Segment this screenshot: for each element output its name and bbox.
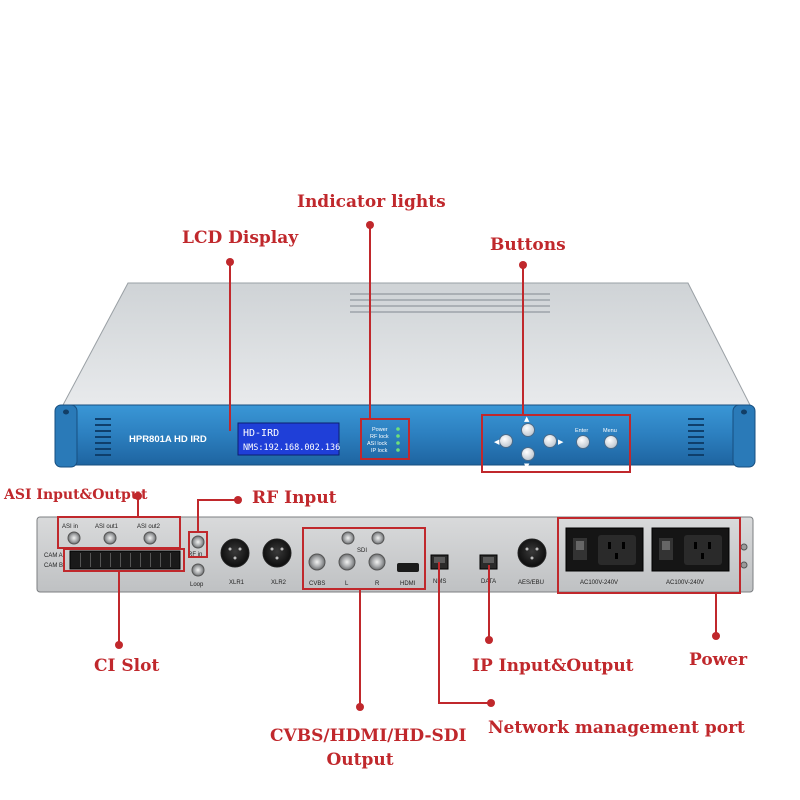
callout-rf-input: RF Input (252, 488, 337, 508)
button-down[interactable] (521, 447, 535, 461)
button-right[interactable] (543, 434, 557, 448)
menu-label: Menu (603, 428, 617, 434)
rf-in-label: RF in (188, 552, 202, 558)
asi-in-label: ASI in (62, 524, 78, 530)
asi-out1-connector (103, 531, 117, 545)
button-enter[interactable] (576, 435, 590, 449)
callout-nms-port: Network management port (488, 718, 745, 738)
asi-out2-label: ASI out2 (137, 524, 161, 530)
button-left[interactable] (499, 434, 513, 448)
xlr2-label: XLR2 (271, 580, 287, 586)
xlr1-label: XLR1 (229, 580, 245, 586)
callout-cvbs-hdmi-sdi: CVBS/HDMI/HD-SDI Output (270, 726, 467, 770)
rack-ear-right (732, 404, 756, 468)
rf-loop-connector (191, 563, 205, 577)
rf-in-connector (191, 535, 205, 549)
lcd-line2: NMS:192.168.002.136 (243, 443, 340, 453)
arrow-left-icon: ◀ (494, 438, 500, 446)
hdmi-connector (397, 563, 419, 572)
audio-l-connector (338, 553, 356, 571)
callout-buttons: Buttons (490, 235, 566, 255)
aes-ebu-label: AES/EBU (518, 580, 544, 586)
rear-unit: ASI in ASI out1 ASI out2 CAM A CAM B RF … (36, 516, 754, 593)
callout-ci-slot: CI Slot (94, 656, 160, 676)
annotations (57, 225, 741, 707)
indicator-label-ip: IP lock (371, 448, 388, 454)
arrow-right-icon: ▶ (558, 438, 564, 446)
power1-label: AC100V-240V (580, 580, 618, 586)
button-menu[interactable] (604, 435, 618, 449)
chassis-lid (62, 282, 751, 406)
audio-r-connector (368, 553, 386, 571)
arrow-down-icon: ▼ (524, 462, 530, 470)
indicator-label-power: Power (372, 427, 388, 433)
xlr2-connector (262, 538, 292, 568)
indicator-label-rf: RF lock (370, 434, 389, 440)
cam-b-label: CAM B (44, 563, 63, 569)
callout-cvbs-line1: CVBS/HDMI/HD-SDI (270, 726, 467, 746)
front-vents-right (688, 418, 704, 456)
hdmi-label: HDMI (400, 581, 416, 587)
asi-out2-connector (143, 531, 157, 545)
led-ip (396, 448, 400, 452)
power2-label: AC100V-240V (666, 580, 704, 586)
aes-ebu-connector (517, 538, 547, 568)
xlr1-connector (220, 538, 250, 568)
led-rf (396, 434, 400, 438)
front-buttons: ◀ ▲ ▼ ▶ Enter Menu (494, 415, 618, 470)
indicator-group: Power RF lock ASI lock IP lock (367, 427, 400, 454)
lcd-display (237, 422, 340, 456)
rack-ear-left (54, 404, 78, 468)
callout-power: Power (689, 650, 748, 670)
annotation-dots (115, 221, 720, 711)
lid-vents (350, 293, 550, 313)
loop-label: Loop (190, 582, 204, 588)
enter-label: Enter (575, 428, 588, 434)
cvbs-connector (308, 553, 326, 571)
callout-ip-io: IP Input&Output (472, 656, 634, 676)
button-up[interactable] (521, 423, 535, 437)
r-label: R (375, 581, 380, 587)
cam-a-label: CAM A (44, 553, 63, 559)
front-unit: HPR801A HD IRD HD-IRD NMS:192.168.002.13… (54, 282, 756, 470)
ci-slot (69, 550, 181, 570)
model-label: HPR801A HD IRD (129, 434, 207, 445)
asi-in-connector (67, 531, 81, 545)
sdi1-connector (341, 531, 355, 545)
front-vents-left (95, 418, 111, 456)
indicator-label-asi: ASI lock (367, 441, 387, 447)
lcd-line1: HD-IRD (243, 428, 279, 439)
sdi2-connector (371, 531, 385, 545)
l-label: L (345, 581, 349, 587)
callout-lcd-display: LCD Display (182, 228, 299, 248)
asi-out1-label: ASI out1 (95, 524, 119, 530)
cvbs-label: CVBS (309, 581, 325, 587)
led-asi (396, 441, 400, 445)
arrow-up-icon: ▲ (524, 415, 530, 423)
led-power (396, 427, 400, 431)
callout-cvbs-line2: Output (326, 750, 394, 770)
callout-asi-io: ASI Input&Output (4, 487, 148, 503)
callout-indicator-lights: Indicator lights (297, 192, 446, 212)
sdi-label: SDI (357, 548, 367, 554)
